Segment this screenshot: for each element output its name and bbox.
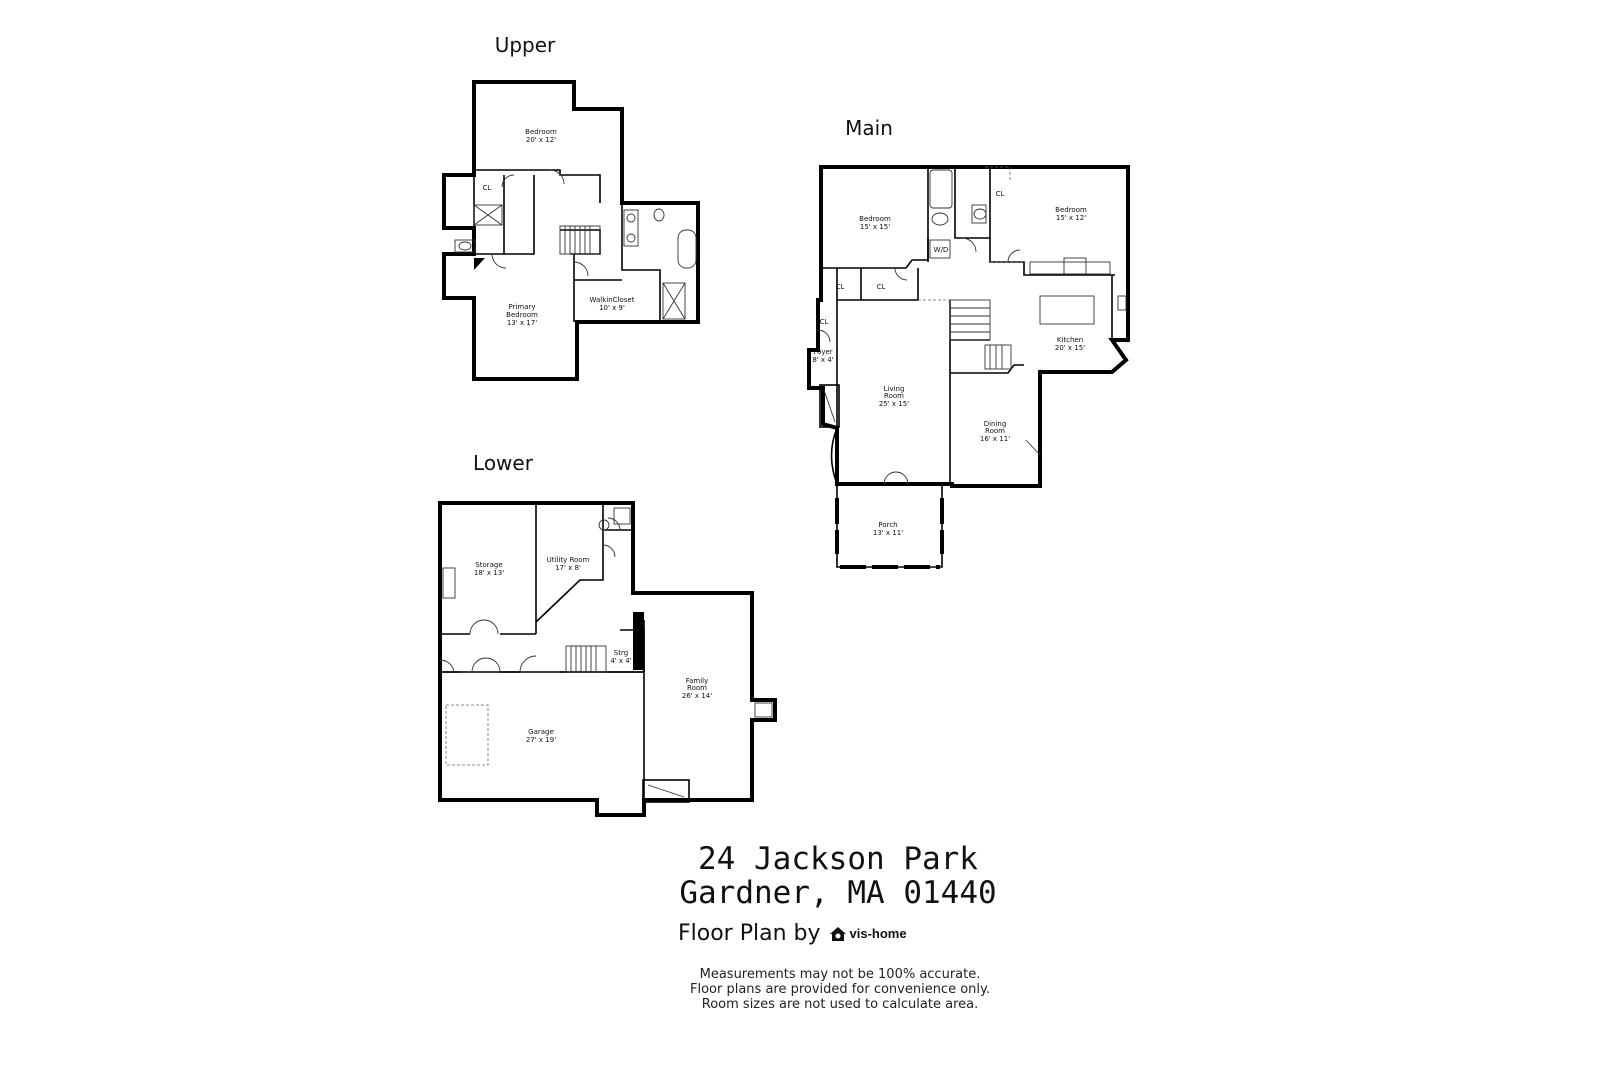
storage-label: Storage <box>475 561 502 569</box>
main-closet-1-label: CL <box>996 190 1005 198</box>
garage-label: Garage <box>528 728 554 736</box>
disclaimer: Measurements may not be 100% accurate. F… <box>600 967 1080 1012</box>
lower-floor-title: Lower <box>473 451 534 475</box>
address-line-2: Gardner, MA 01440 <box>679 875 997 911</box>
foyer-label: Foyer <box>813 348 833 356</box>
living-room-size: 25' x 15' <box>879 400 909 408</box>
kitchen-size: 20' x 15' <box>1055 344 1085 352</box>
upper-bedroom-label: Bedroom <box>525 128 557 136</box>
dining-room-label-1: Dining <box>984 420 1007 428</box>
garage-size: 27' x 19' <box>526 736 556 744</box>
family-room-size: 26' x 14' <box>682 692 712 700</box>
primary-bedroom-label-2: Bedroom <box>506 311 538 319</box>
walkin-closet-size: 10' x 9' <box>599 304 625 312</box>
credit-text: Floor Plan by <box>678 921 821 946</box>
main-bedroom-right-label: Bedroom <box>1055 206 1087 214</box>
upper-floor-title: Upper <box>495 33 556 57</box>
porch-size: 13' x 11' <box>873 529 903 537</box>
strg-size: 4' x 4' <box>610 657 631 665</box>
strg-label: Strg <box>614 649 628 657</box>
kitchen-label: Kitchen <box>1057 336 1083 344</box>
floor-plan-credit: Floor Plan by vis-home <box>678 921 907 946</box>
main-closet-2-label: CL <box>836 283 845 291</box>
disclaimer-line-3: Room sizes are not used to calculate are… <box>701 997 979 1012</box>
upper-closet-label: CL <box>483 184 492 192</box>
lower-floor-plan: Storage 18' x 13' Utility Room 17' x 8' … <box>438 501 777 817</box>
main-bedroom-left-label: Bedroom <box>859 215 891 223</box>
wd-label: W/D <box>934 246 949 254</box>
foyer-size: 8' x 4' <box>812 356 833 364</box>
porch-label: Porch <box>878 521 897 529</box>
utility-room-size: 17' x 8' <box>555 564 581 572</box>
upper-bedroom-size: 20' x 12' <box>526 136 556 144</box>
family-room-label-2: Room <box>687 684 707 692</box>
utility-room-label: Utility Room <box>547 556 590 564</box>
disclaimer-line-1: Measurements may not be 100% accurate. <box>699 967 981 982</box>
walkin-closet-label: WalkinCloset <box>590 296 635 304</box>
house-icon <box>829 926 846 941</box>
living-room-label-1: Living <box>884 385 905 393</box>
address-line-1: 24 Jackson Park <box>698 841 978 877</box>
primary-bedroom-label-1: Primary <box>508 303 535 311</box>
living-room-label-2: Room <box>884 392 904 400</box>
main-closet-4-label: CL <box>820 318 829 326</box>
brand-logo: vis-home <box>829 925 907 943</box>
storage-size: 18' x 13' <box>474 569 504 577</box>
primary-bedroom-size: 13' x 17' <box>507 319 537 327</box>
dining-room-label-2: Room <box>985 427 1005 435</box>
main-bedroom-left-size: 15' x 15' <box>860 223 890 231</box>
main-bedroom-right-size: 15' x 12' <box>1056 214 1086 222</box>
brand-name: vis-home <box>849 926 907 941</box>
main-floor-plan: Bedroom 15' x 15' Bedroom 15' x 12' CL C… <box>807 165 1130 569</box>
upper-floor-plan: Bedroom 20' x 12' CL Primary Bedroom 13'… <box>442 80 700 381</box>
main-closet-3-label: CL <box>877 283 886 291</box>
main-floor-title: Main <box>845 116 893 140</box>
disclaimer-line-2: Floor plans are provided for convenience… <box>690 982 990 997</box>
dining-room-size: 16' x 11' <box>980 435 1010 443</box>
family-room-label-1: Family <box>686 677 709 685</box>
